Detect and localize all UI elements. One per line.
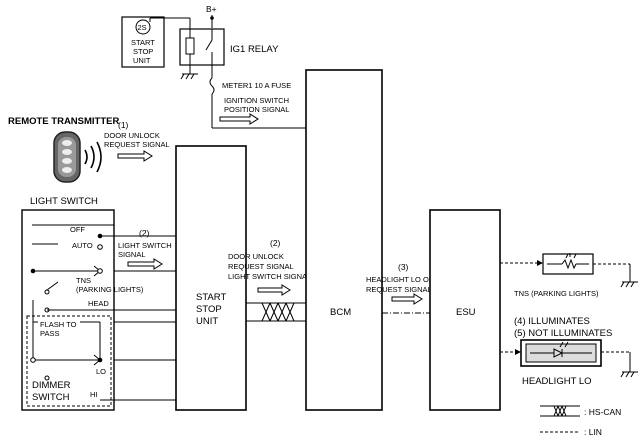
bcm-to-esu: (3) HEADLIGHT LO ON REQUEST SIGNAL — [366, 262, 434, 314]
dimmer-line2: SWITCH — [32, 392, 70, 403]
legend-lin: : LIN — [584, 427, 602, 437]
sig2-line1: DOOR UNLOCK — [228, 252, 284, 261]
sig2-step: (2) — [270, 238, 281, 248]
light-switch-title: LIGHT SWITCH — [30, 196, 98, 207]
ignition-signal-line2: POSITION SIGNAL — [224, 105, 289, 114]
ssu-main-line3: UNIT — [196, 316, 218, 327]
ssu-code: 2S — [138, 23, 147, 32]
switch-off-label: OFF — [70, 225, 85, 234]
lamp-rays-icon — [565, 253, 577, 259]
result-line2: (5) NOT ILLUMINATES — [514, 328, 612, 339]
tns-lamp: TNS (PARKING LIGHTS) — [500, 253, 638, 298]
switch-tns-sub: (PARKING LIGHTS) — [76, 285, 144, 294]
ls-signal-line2: SIGNAL — [118, 250, 146, 259]
ssu-main-line1: START — [196, 292, 226, 303]
hs-can-ssu-bcm: (2) DOOR UNLOCK REQUEST SIGNAL LIGHT SWI… — [228, 238, 311, 322]
fuse-and-ignition-line: METER1 10 A FUSE IGNITION SWITCH POSITIO… — [209, 65, 306, 129]
dimmer-line1: DIMMER — [32, 380, 71, 391]
switch-lo-label: LO — [96, 367, 106, 376]
sig3-line2: REQUEST SIGNAL — [366, 285, 432, 294]
remote-step: (1) — [118, 120, 129, 130]
sig2-line3: LIGHT SWITCH SIGNAL — [228, 272, 311, 281]
ssu-small-line1: START — [131, 38, 155, 47]
tns-lamp-label: TNS (PARKING LIGHTS) — [514, 289, 599, 298]
light-switch: LIGHT SWITCH OFF AUTO TNS (PARKING LIGHT… — [21, 196, 144, 411]
remote-signal-line2: REQUEST SIGNAL — [104, 140, 170, 149]
switch-hi-label: HI — [90, 390, 98, 399]
ssu-small-line2: STOP — [133, 47, 153, 56]
ls-signal-step: (2) — [139, 228, 150, 238]
start-stop-unit-main: START STOP UNIT — [175, 145, 247, 411]
b-plus-label: B+ — [206, 4, 217, 14]
result-line1: (4) ILLUMINATES — [514, 316, 590, 327]
start-stop-unit-small: 2S START STOP UNIT — [121, 16, 191, 68]
esu: ESU — [429, 209, 501, 411]
remote-signal-line1: DOOR UNLOCK — [104, 131, 160, 140]
signal-waves-icon — [84, 149, 88, 165]
bcm-label: BCM — [330, 307, 351, 318]
ignition-signal-line1: IGNITION SWITCH — [224, 96, 289, 105]
switch-auto-label: AUTO — [72, 241, 93, 250]
sig3-line1: HEADLIGHT LO ON — [366, 275, 434, 284]
b-plus-supply: B+ — [206, 4, 217, 28]
legend: : HS-CAN : LIN — [540, 405, 621, 437]
sig3-step: (3) — [398, 262, 409, 272]
bcm: BCM — [305, 69, 383, 411]
ig1-relay-label: IG1 RELAY — [230, 44, 279, 55]
switch-head-label: HEAD — [88, 299, 109, 308]
ig1-relay: IG1 RELAY — [179, 28, 279, 80]
esu-label: ESU — [456, 307, 476, 318]
ssu-main-line2: STOP — [196, 304, 222, 315]
sig2-line2: REQUEST SIGNAL — [228, 262, 294, 271]
led-icon — [553, 348, 564, 358]
headlight-lo: HEADLIGHT LO — [500, 339, 638, 387]
switch-to-ssu-wires: (2) LIGHT SWITCH SIGNAL — [114, 228, 176, 401]
switch-flash-line1: FLASH TO — [40, 320, 77, 329]
headlight-label: HEADLIGHT LO — [522, 376, 592, 387]
ssu-small-line3: UNIT — [133, 56, 151, 65]
ls-signal-line1: LIGHT SWITCH — [118, 241, 172, 250]
legend-hscan: : HS-CAN — [584, 407, 621, 417]
fuse-label: METER1 10 A FUSE — [222, 81, 291, 90]
remote-title: REMOTE TRANSMITTER — [8, 116, 119, 127]
remote-transmitter: REMOTE TRANSMITTER (1) DOOR UNLOCK REQUE… — [8, 116, 170, 183]
switch-tns-label: TNS — [76, 276, 91, 285]
switch-flash-line2: PASS — [40, 329, 59, 338]
